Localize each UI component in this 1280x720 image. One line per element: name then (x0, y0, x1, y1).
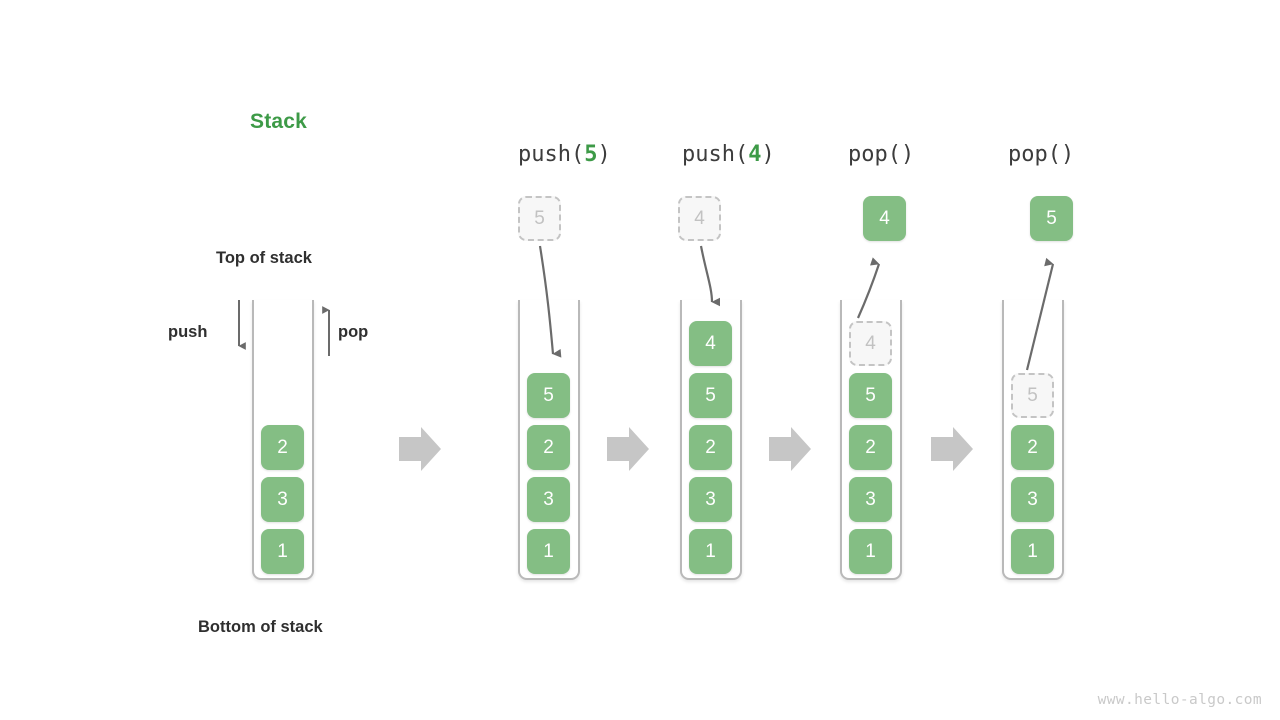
transition-arrow-icon (769, 427, 811, 471)
pop-label: pop (338, 323, 369, 341)
vacated-ghost-cell: 5 (1011, 373, 1054, 418)
operation-label-pop-2: pop() (1008, 142, 1074, 167)
page-title: Stack (250, 110, 308, 133)
push-label: push (168, 323, 208, 341)
stack-cell: 5 (527, 373, 570, 418)
transition-arrow-icon (607, 427, 649, 471)
watermark: www.hello-algo.com (1097, 692, 1262, 708)
stack-cell: 2 (849, 425, 892, 470)
stack-cell: 2 (689, 425, 732, 470)
stack-cell: 5 (849, 373, 892, 418)
stack-cell: 5 (689, 373, 732, 418)
stack-cell: 4 (689, 321, 732, 366)
stack-cell: 1 (1011, 529, 1054, 574)
op-suffix: ) (761, 142, 775, 167)
push-flow-arrow-icon (699, 245, 721, 307)
stack-cell: 1 (261, 529, 304, 574)
popped-cell: 4 (863, 196, 906, 241)
floating-ghost-cell: 5 (518, 196, 561, 241)
stack-cell: 3 (261, 477, 304, 522)
op-suffix: ) (1060, 142, 1075, 167)
stack-cell: 1 (527, 529, 570, 574)
stack-cell: 3 (1011, 477, 1054, 522)
op-suffix: ) (597, 142, 611, 167)
transition-arrow-icon (931, 427, 973, 471)
stack-cell: 3 (849, 477, 892, 522)
stack-cell: 3 (689, 477, 732, 522)
floating-ghost-cell: 4 (678, 196, 721, 241)
op-prefix: push( (682, 142, 749, 167)
operation-label-push-5: push(5) (518, 142, 611, 167)
op-arg: 5 (584, 142, 598, 167)
op-prefix: pop( (1008, 142, 1061, 167)
transition-arrow-icon (399, 427, 441, 471)
stack-cell: 1 (689, 529, 732, 574)
operation-label-pop-1: pop() (848, 142, 914, 167)
op-suffix: ) (900, 142, 915, 167)
bottom-of-stack-label: Bottom of stack (198, 618, 323, 636)
op-prefix: push( (518, 142, 585, 167)
top-of-stack-label: Top of stack (216, 249, 312, 267)
op-prefix: pop( (848, 142, 901, 167)
stack-cell: 2 (527, 425, 570, 470)
stack-cell: 2 (261, 425, 304, 470)
operation-label-push-4: push(4) (682, 142, 775, 167)
stack-cell: 1 (849, 529, 892, 574)
stack-cell: 3 (527, 477, 570, 522)
vacated-ghost-cell: 4 (849, 321, 892, 366)
stack-cell: 2 (1011, 425, 1054, 470)
op-arg: 4 (748, 142, 762, 167)
popped-cell: 5 (1030, 196, 1073, 241)
